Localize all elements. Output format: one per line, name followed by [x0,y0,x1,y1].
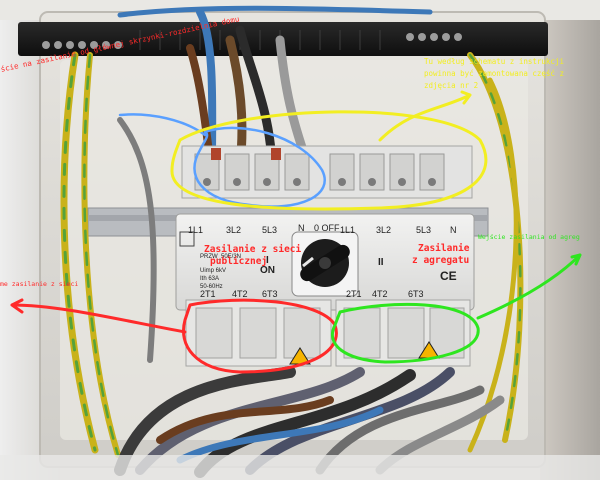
switch-position-ii: II [378,257,384,268]
terminal-bar-slots [139,30,381,50]
top-terminal-label-3: 5L3 [262,225,278,235]
switch-handle [300,239,350,287]
bottom-terminal-label-3: 6T3 [262,289,278,299]
rating-label-3: 50-60Hz [200,284,223,290]
annotation-yellow-line-3: zdjęcia nr 2 [424,81,479,90]
earth-wires [60,51,524,458]
bottom-terminal-label-2: 4T2 [232,289,248,299]
bottom-terminal-label-6: 6T3 [408,289,424,299]
annotation-public-line-1: Zasilanie z sieci [204,244,302,255]
polish-ce-icons [179,231,195,247]
annotation-aggregate-line-2: z agregatu [412,255,470,266]
top-terminal-label-7: 3L2 [376,225,392,235]
terminal-bar-screws [42,33,462,49]
top-terminal-label-6: 1L1 [340,225,356,235]
annotation-aggregate-line-1: Zasilanie [418,243,470,254]
rating-label-2: Ith 63A [200,276,220,282]
wall-right [540,0,600,480]
annotation-public-line-2: publicznej [210,256,268,267]
upper-terminal-screws [194,148,445,191]
annotation-shapes [10,90,582,374]
lower-terminal-cells [195,307,465,359]
bottom-terminal-label-5: 4T2 [372,289,388,299]
rating-label-1: Uimp 6kV [200,268,227,274]
switch-position-i: I [266,255,269,266]
model-label: PRZW_50E/3N [200,254,242,260]
top-terminal-label-8: 5L3 [416,225,432,235]
ce-mark: CE [440,269,457,283]
top-terminal-label-2: 3L2 [226,225,242,235]
bottom-terminal-label-4: 2T1 [346,289,362,299]
switch-position-on: ON [260,265,275,276]
top-terminal-label-9: N [450,225,457,235]
annotation-red-left: me zasilanie z sieci [0,280,79,288]
bottom-terminal-label-1: 2T1 [200,289,216,299]
annotation-yellow-line-2: powinna być zamontowana część z [424,69,564,78]
annotation-green-right: Wejście zasilania od agreg [478,233,580,241]
top-terminal-label-1: 1L1 [188,225,204,235]
annotation-yellow-line-1: Tu według schematu z instrukcji [424,57,564,66]
top-terminal-label-4: N [298,223,305,233]
floor-bottom [0,455,600,480]
top-terminal-label-5: 0 OFF [314,223,340,233]
